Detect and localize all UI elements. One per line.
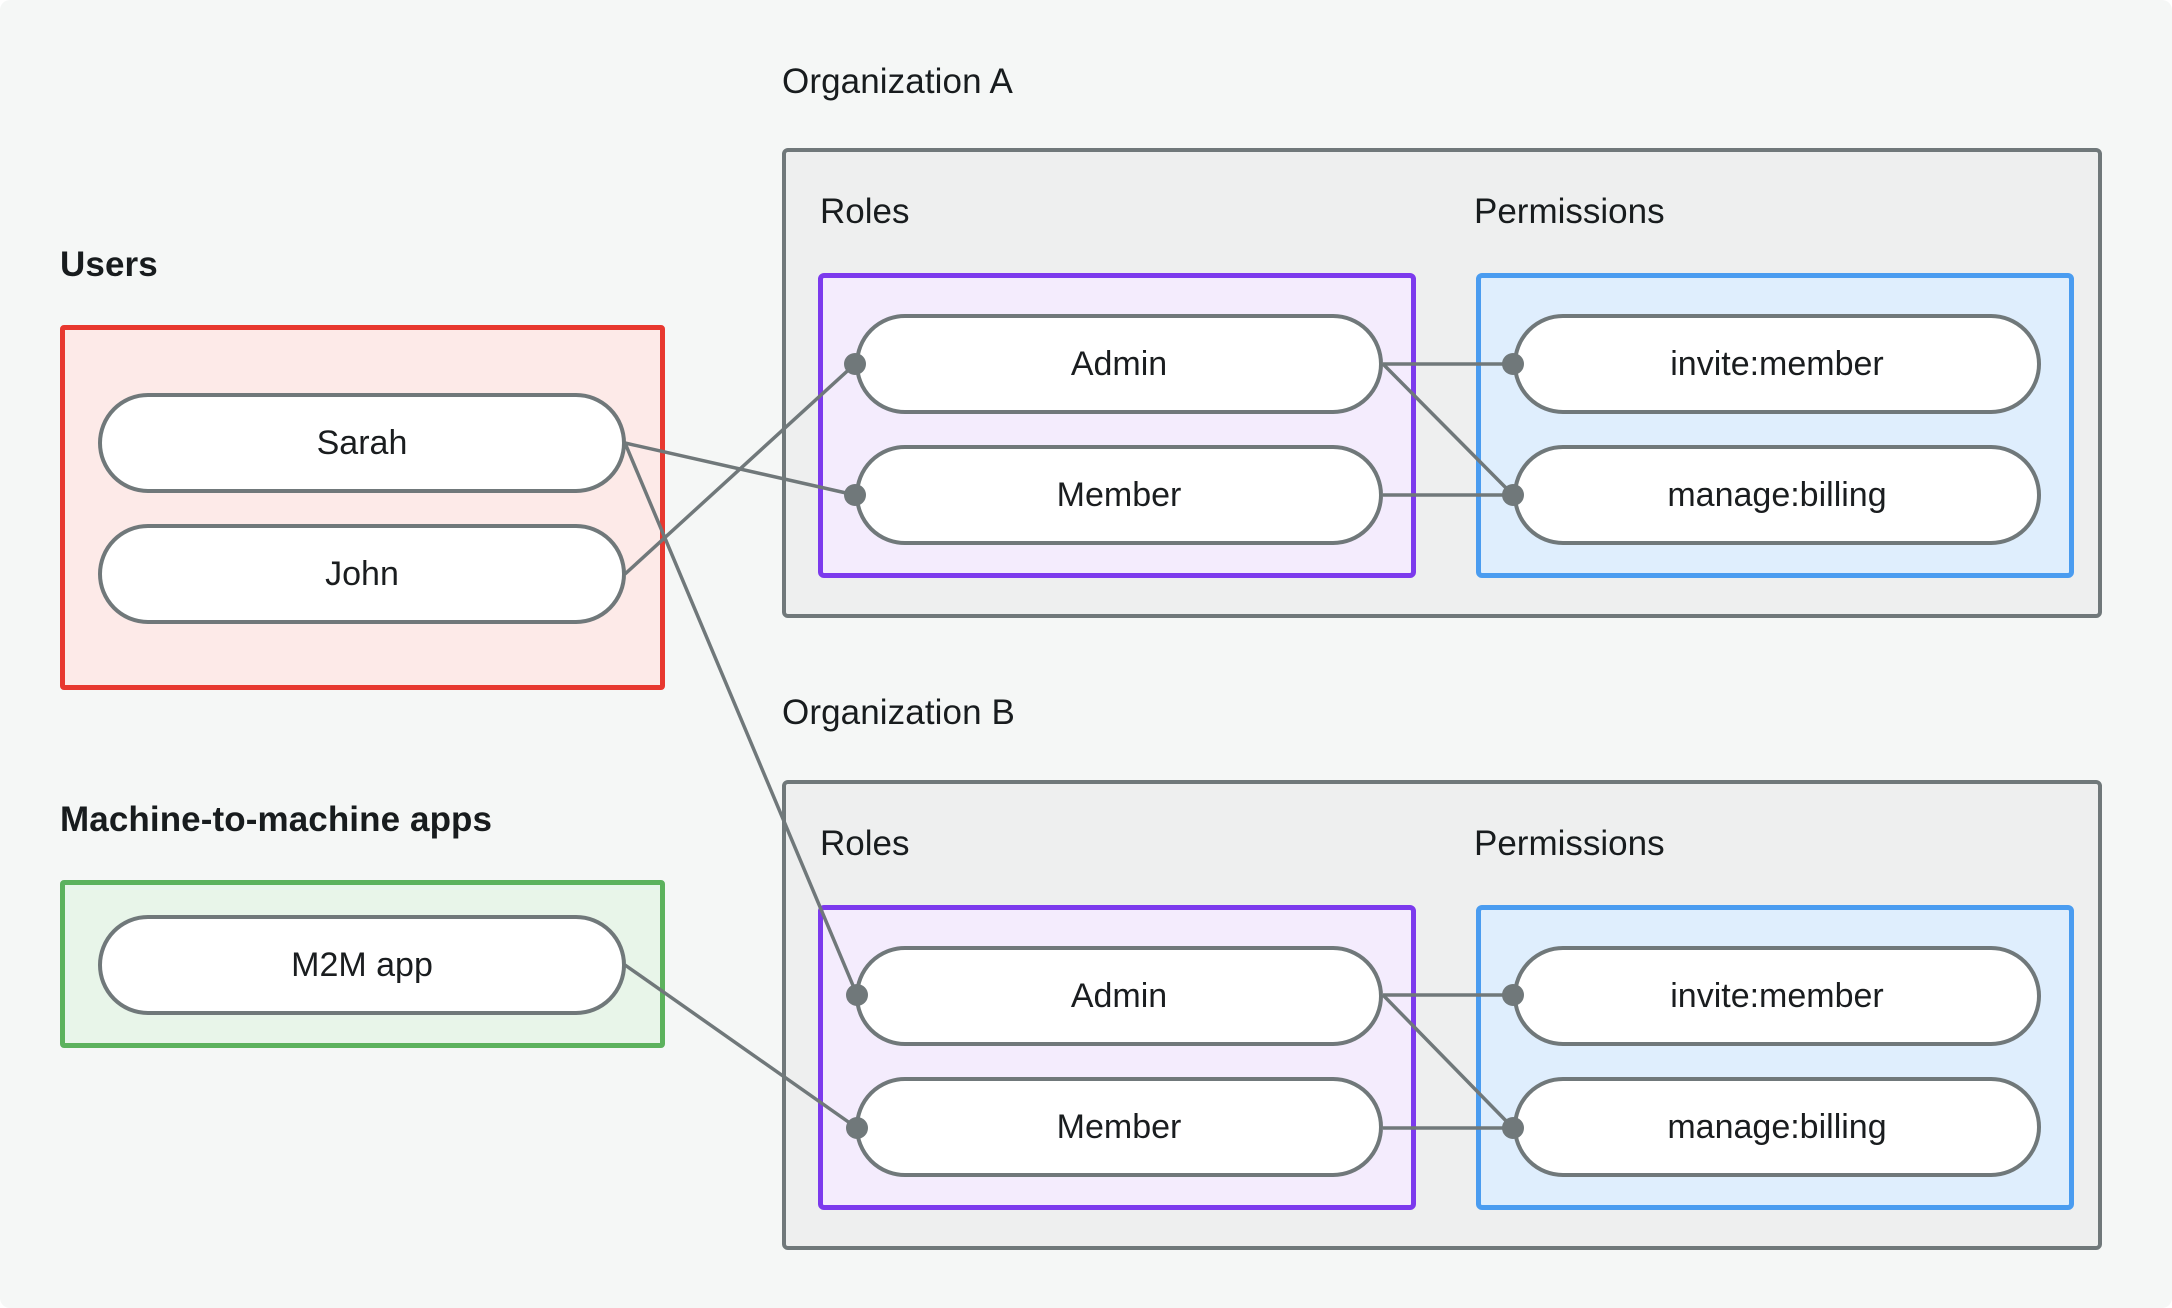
org-a-permissions-label: Permissions bbox=[1474, 192, 1665, 231]
org-b-role-member[interactable]: Member bbox=[855, 1077, 1383, 1177]
users-group-title: Users bbox=[60, 245, 158, 284]
org-a-role-member[interactable]: Member bbox=[855, 445, 1383, 545]
org-b-permission-manage-billing[interactable]: manage:billing bbox=[1513, 1077, 2041, 1177]
org-b-permission-invite-member[interactable]: invite:member bbox=[1513, 946, 2041, 1046]
m2m-node-app[interactable]: M2M app bbox=[98, 915, 626, 1015]
org-a-permission-invite-member[interactable]: invite:member bbox=[1513, 314, 2041, 414]
org-b-roles-label: Roles bbox=[820, 824, 910, 863]
org-a-roles-label: Roles bbox=[820, 192, 910, 231]
org-b-permissions-label: Permissions bbox=[1474, 824, 1665, 863]
org-b-title: Organization B bbox=[782, 693, 1015, 732]
org-a-role-admin[interactable]: Admin bbox=[855, 314, 1383, 414]
org-b-role-admin[interactable]: Admin bbox=[855, 946, 1383, 1046]
org-a-title: Organization A bbox=[782, 62, 1013, 101]
users-container bbox=[60, 325, 665, 690]
user-node-sarah[interactable]: Sarah bbox=[98, 393, 626, 493]
m2m-group-title: Machine-to-machine apps bbox=[60, 800, 493, 839]
org-a-permission-manage-billing[interactable]: manage:billing bbox=[1513, 445, 2041, 545]
user-node-john[interactable]: John bbox=[98, 524, 626, 624]
